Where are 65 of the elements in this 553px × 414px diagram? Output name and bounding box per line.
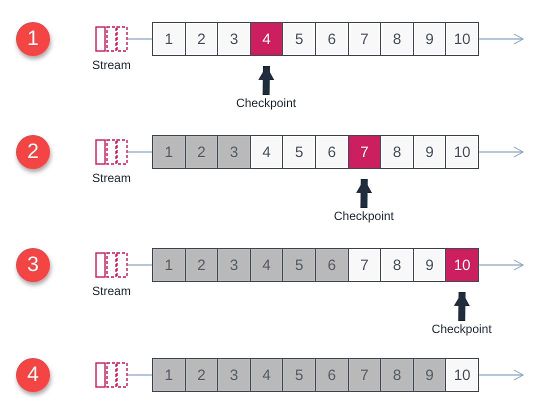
- stream-record-cell: 5: [282, 22, 316, 56]
- stream-record-cell: 6: [315, 135, 349, 169]
- stream-record-cell: 4: [250, 22, 284, 56]
- checkpoint-label: Checkpoint: [226, 95, 306, 111]
- stream-record-cell: 9: [412, 248, 446, 282]
- stream-record-cell: 10: [445, 22, 479, 56]
- arrow: [479, 146, 524, 158]
- stream-record-cell: 5: [282, 358, 316, 392]
- stream-record-cell: 10: [445, 135, 479, 169]
- stream-record-cell: 7: [348, 248, 382, 282]
- arrow: [479, 34, 524, 44]
- stream-record-cell: 4: [250, 248, 284, 282]
- stream-icon: [95, 139, 128, 165]
- stream-record-cell: 8: [380, 248, 414, 282]
- stream-record-cell: 1: [152, 248, 186, 282]
- connector-line: [128, 374, 152, 376]
- stream-record-cell: 3: [217, 358, 251, 392]
- stream-record-cell: 3: [217, 22, 251, 56]
- stream-record-cell: 2: [184, 135, 218, 169]
- step-number-badge: 1: [16, 22, 50, 56]
- step-number-badge: 3: [16, 248, 50, 282]
- stream-record-cell: 2: [184, 22, 218, 56]
- checkpoint-arrow: [356, 178, 372, 208]
- stream-record-cell: 9: [412, 135, 446, 169]
- stream-record-cell: 8: [380, 22, 414, 56]
- stream-record-cell: 4: [250, 358, 284, 392]
- stream-record-cell: 3: [217, 248, 251, 282]
- stream-record-cell: 5: [282, 135, 316, 169]
- stream-record-cell: 6: [315, 358, 349, 392]
- stream-record-cell: 1: [152, 135, 186, 169]
- stream-record-cell: 6: [315, 22, 349, 56]
- checkpoint-arrow: [258, 66, 274, 96]
- stream-record-cell: 2: [184, 248, 218, 282]
- step-number-badge: 2: [16, 135, 50, 169]
- stream-record-cell: 2: [184, 358, 218, 392]
- connector-line: [128, 151, 152, 153]
- stream-record-cell: 7: [348, 22, 382, 56]
- connector-line: [128, 264, 152, 266]
- stream-record-cell: 7: [348, 358, 382, 392]
- stream-record-cell: 1: [152, 22, 186, 56]
- stream-record-cell: 10: [445, 358, 479, 392]
- stream-label: Stream: [92, 58, 131, 72]
- stream-icon: [95, 362, 128, 388]
- stream-record-cell: 8: [380, 358, 414, 392]
- stream-record-cell: 9: [412, 358, 446, 392]
- step-number-badge: 4: [16, 358, 50, 392]
- arrow: [479, 260, 524, 270]
- arrow: [479, 370, 524, 380]
- stream-record-cell: 10: [445, 248, 479, 282]
- stream-record-cell: 7: [348, 135, 382, 169]
- stream-record-cell: 8: [380, 135, 414, 169]
- checkpoint-label: Checkpoint: [422, 321, 502, 337]
- stream-record-cell: 4: [250, 135, 284, 169]
- checkpoint-arrow: [454, 292, 470, 322]
- stream-icon: [95, 252, 128, 278]
- stream-record-cell: 1: [152, 358, 186, 392]
- stream-label: Stream: [92, 171, 131, 185]
- stream-icon: [95, 26, 128, 52]
- connector-line: [128, 38, 152, 40]
- checkpoint-label: Checkpoint: [324, 208, 404, 224]
- stream-record-cell: 6: [315, 248, 349, 282]
- stream-label: Stream: [92, 284, 131, 298]
- stream-record-cell: 9: [412, 22, 446, 56]
- stream-record-cell: 5: [282, 248, 316, 282]
- stream-record-cell: 3: [217, 135, 251, 169]
